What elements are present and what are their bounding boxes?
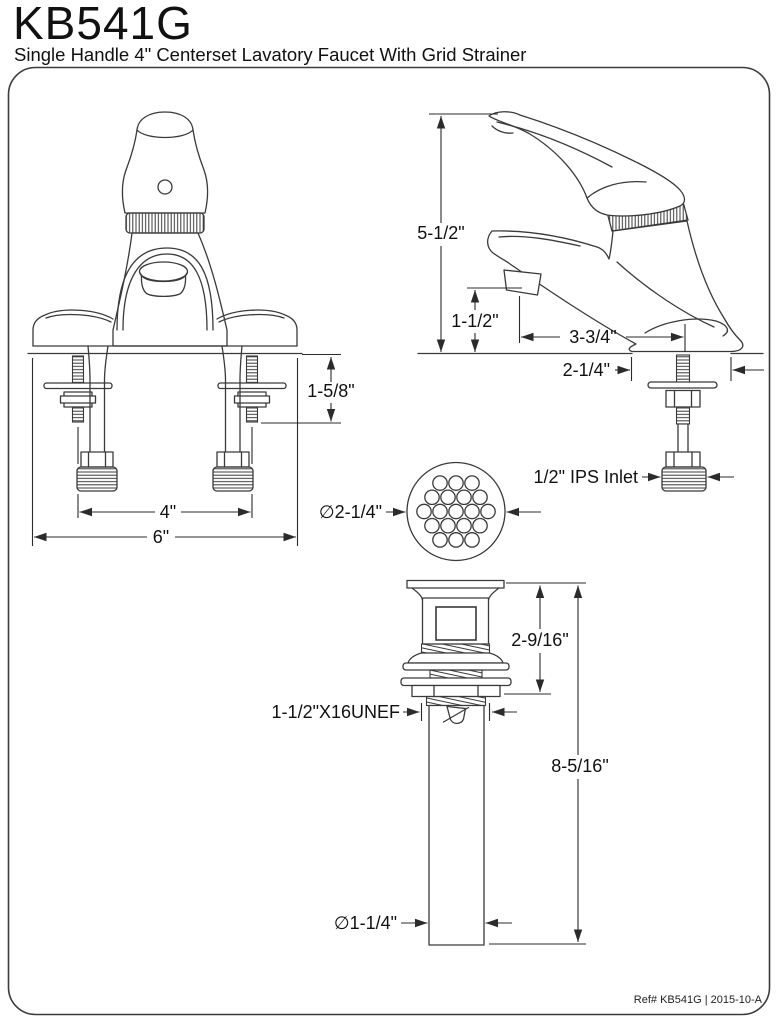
dim-side-base-depth: 2-1/4" — [563, 357, 764, 381]
dim-drain-thread-spec: 1-1/2"X16UNEF — [272, 702, 517, 722]
svg-text:1-5/8": 1-5/8" — [307, 381, 354, 401]
handle-knob — [121, 111, 209, 214]
right-inlet-knurl — [212, 466, 254, 492]
drain-flange — [406, 579, 505, 589]
dim-strainer-diameter: ∅2-1/4" — [319, 502, 541, 522]
side-handle-lever — [488, 111, 686, 217]
svg-text:6": 6" — [153, 527, 169, 547]
dim-front-faucet-centers: 4" — [77, 427, 253, 522]
svg-text:2-1/4": 2-1/4" — [563, 360, 610, 380]
svg-text:∅2-1/4": ∅2-1/4" — [319, 502, 382, 522]
svg-text:∅1-1/4": ∅1-1/4" — [334, 913, 397, 933]
reference-number: Ref# KB541G | 2015-10-A — [634, 994, 763, 1006]
dim-drain-overall-length: 8-5/16" — [489, 585, 609, 945]
svg-text:2-9/16": 2-9/16" — [511, 630, 568, 650]
svg-text:1/2" IPS Inlet: 1/2" IPS Inlet — [534, 467, 638, 487]
dim-front-shank-length: 1-5/8" — [261, 353, 355, 424]
dim-side-overall-height: 5-1/2" — [417, 113, 498, 352]
side-inlet-knurl — [661, 466, 707, 492]
dim-side-spout-height: 1-1/2" — [451, 287, 522, 352]
overflow-window — [435, 606, 477, 641]
dim-drain-top-height: 2-9/16" — [504, 582, 586, 695]
handle-screw-hole — [157, 179, 173, 195]
aerator-tip — [503, 269, 542, 296]
faucet-front-view: 1-5/8" 4" 6" — [27, 111, 355, 547]
deck-plate — [27, 309, 303, 355]
strainer-holes — [416, 475, 496, 548]
dim-drain-tailpiece-diameter: ∅1-1/4" — [334, 913, 512, 933]
svg-text:8-5/16": 8-5/16" — [551, 756, 608, 776]
side-shank — [647, 354, 718, 492]
dim-side-spout-reach: 3-3/4" — [518, 296, 686, 352]
left-inlet-knurl — [76, 466, 118, 492]
drain-assembly: 2-9/16" 8-5/16" 1-1/2"X16UNEF ∅1-1/4" — [272, 579, 609, 946]
left-shank — [43, 345, 118, 492]
svg-text:1-1/2": 1-1/2" — [451, 311, 498, 331]
page-title: KB541G — [13, 0, 193, 49]
dim-front-overall-width: 6" — [31, 358, 299, 547]
svg-text:3-3/4": 3-3/4" — [569, 327, 616, 347]
grid-strainer-top-view: ∅2-1/4" — [319, 461, 541, 562]
svg-text:1-1/2"X16UNEF: 1-1/2"X16UNEF — [272, 702, 400, 722]
right-shank — [212, 345, 287, 492]
svg-text:4": 4" — [160, 502, 176, 522]
faucet-side-view: 5-1/2" 1-1/2" 3-3/4" 2-1/4" — [417, 111, 764, 492]
page-subtitle: Single Handle 4" Centerset Lavatory Fauc… — [14, 44, 526, 65]
knurled-ring — [125, 212, 205, 234]
drawing-border — [7, 66, 771, 1016]
drain-locknut — [411, 684, 501, 698]
svg-text:5-1/2": 5-1/2" — [417, 223, 464, 243]
spout-outlet — [138, 261, 189, 282]
label-ips-inlet: 1/2" IPS Inlet — [534, 467, 734, 487]
drain-tailpiece — [428, 704, 485, 946]
shield-logo-icon — [442, 705, 470, 725]
